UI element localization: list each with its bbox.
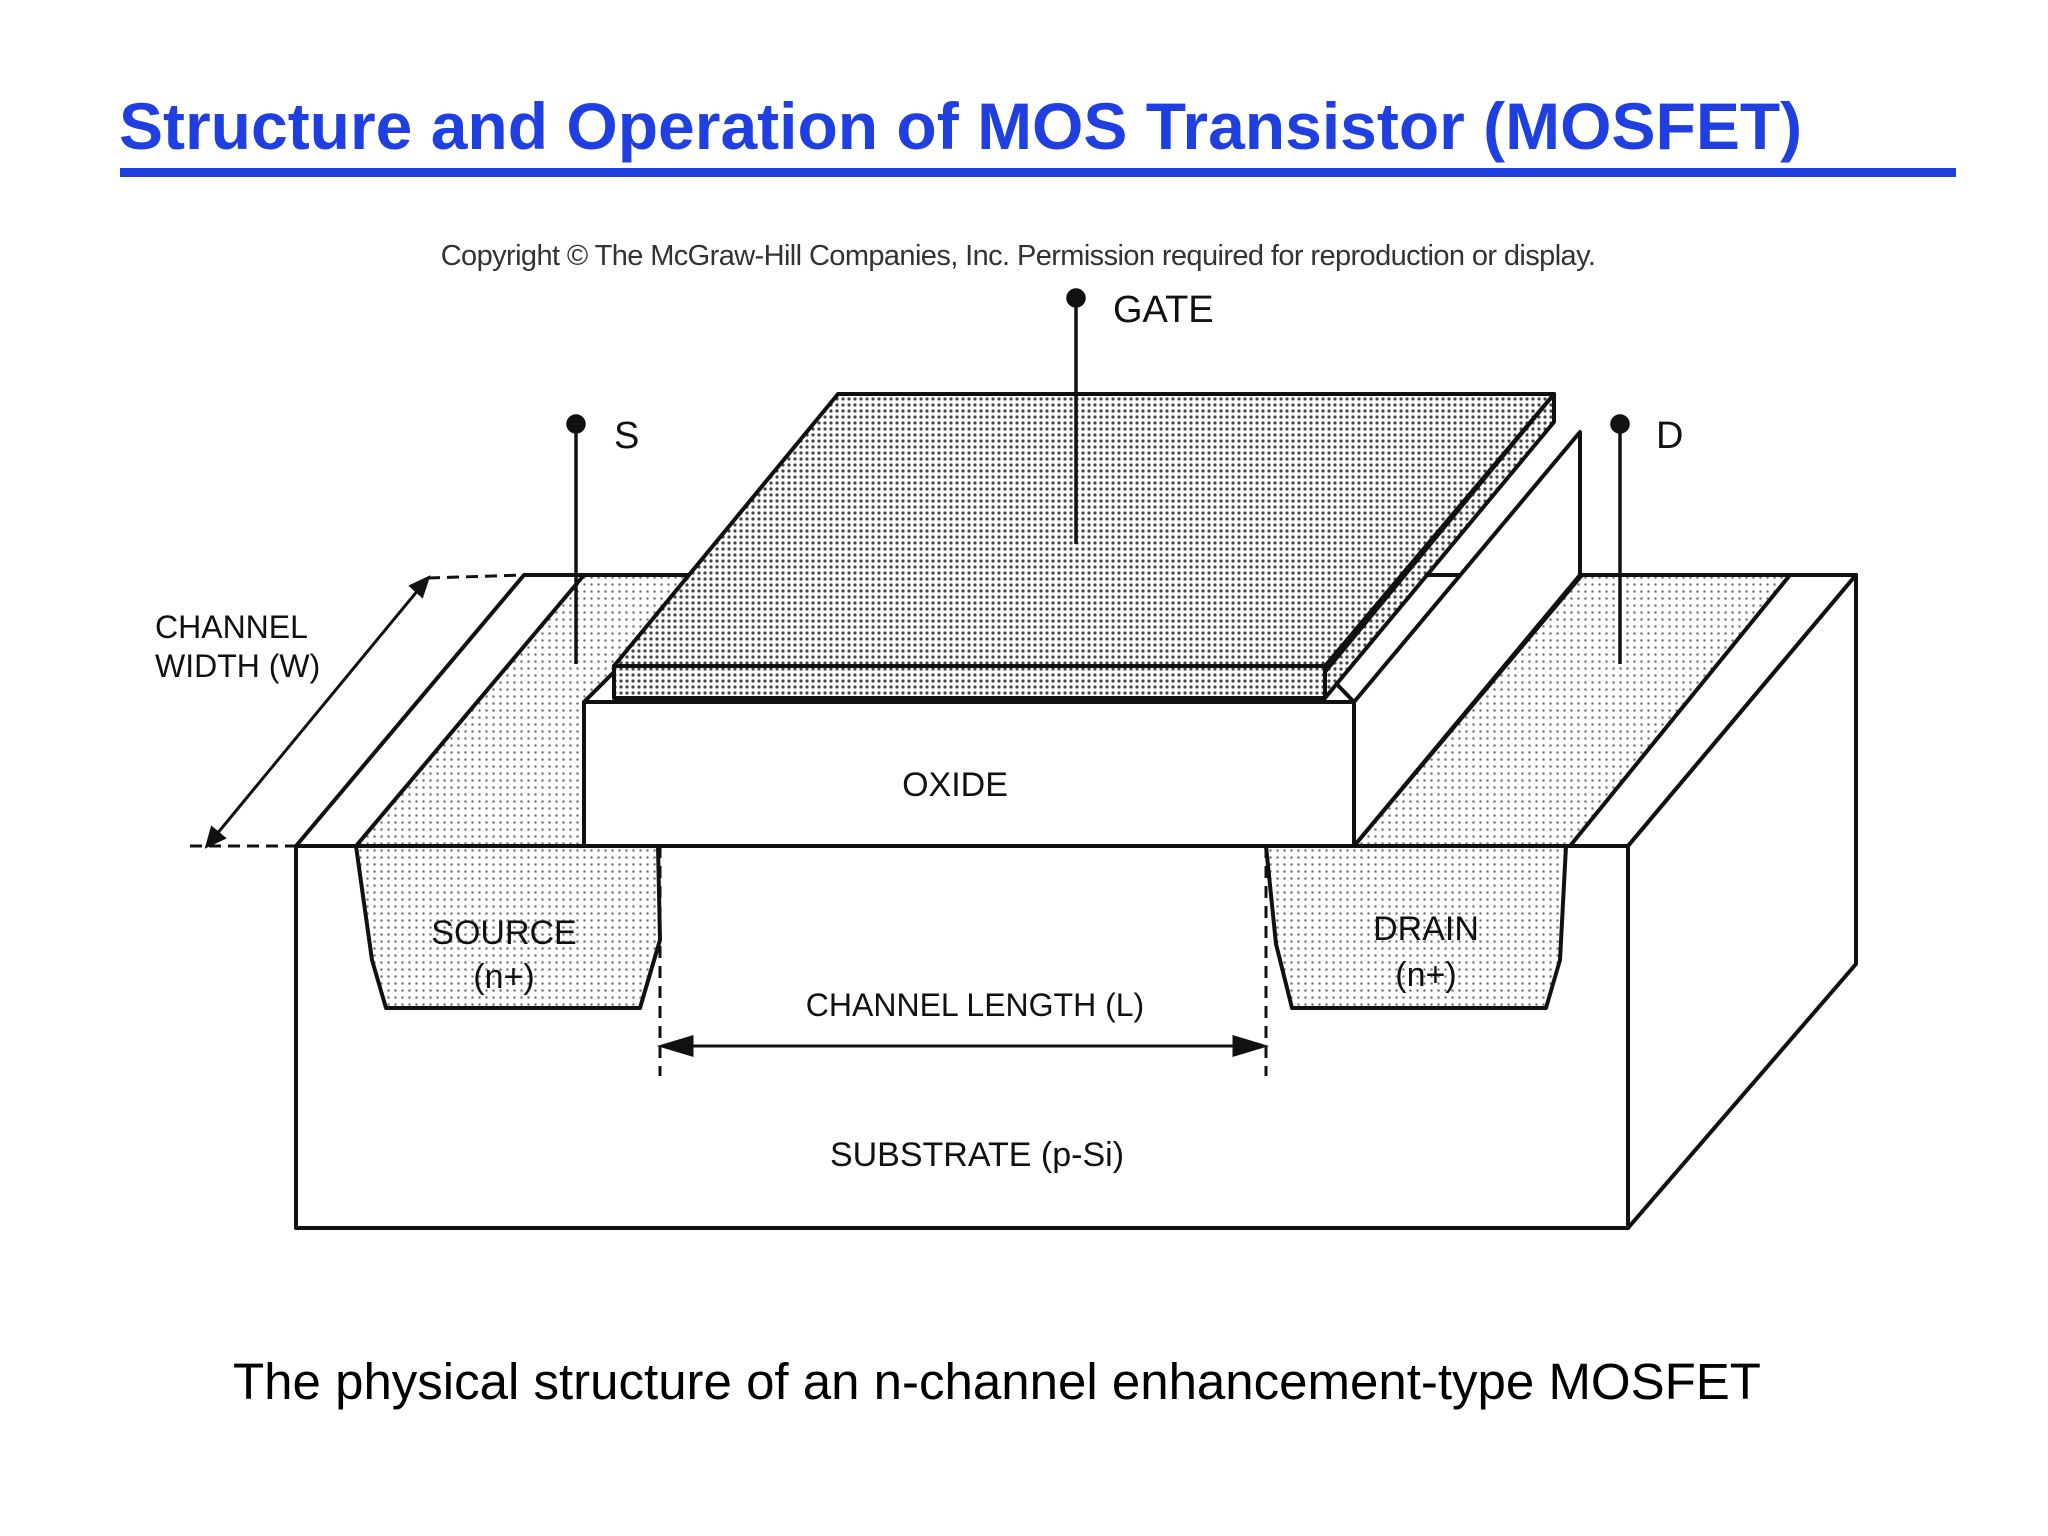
channel-width-arrow-top [408,575,431,599]
oxide-front-face [582,700,1356,848]
figure-caption: The physical structure of an n-channel e… [233,1353,1761,1410]
gate-label: GATE [1113,289,1214,331]
source-terminal-label: S [614,415,639,457]
slide-title: Structure and Operation of MOS Transisto… [119,89,1803,163]
substrate-label: SUBSTRATE (p-Si) [830,1136,1124,1174]
channel-width-label-line1: CHANNEL [155,609,308,645]
source-doping-label: (n+) [473,958,534,996]
drain-terminal-dot [1610,414,1630,434]
channel-width-arrow-bottom [204,825,227,849]
gate-terminal-dot [1066,288,1086,308]
channel-width-label-line2: WIDTH (W) [155,648,320,684]
drain-well [1264,844,1568,1010]
source-label: SOURCE [431,914,576,952]
source-terminal-dot [566,414,586,434]
substrate-right-face [1626,573,1858,1230]
oxide-label: OXIDE [902,766,1008,804]
channel-length-arrow-left [656,1034,694,1058]
channel-length-label: CHANNEL LENGTH (L) [806,987,1144,1023]
drain-doping-label: (n+) [1395,956,1456,994]
gate-front-face [612,664,1327,700]
channel-length-arrow-right [1232,1034,1270,1058]
title-underline [120,168,1956,177]
drain-terminal-label: D [1656,415,1683,457]
channel-width-dim-line [205,577,430,847]
drain-label: DRAIN [1373,910,1479,948]
copyright-notice: Copyright © The McGraw-Hill Companies, I… [440,240,1596,272]
